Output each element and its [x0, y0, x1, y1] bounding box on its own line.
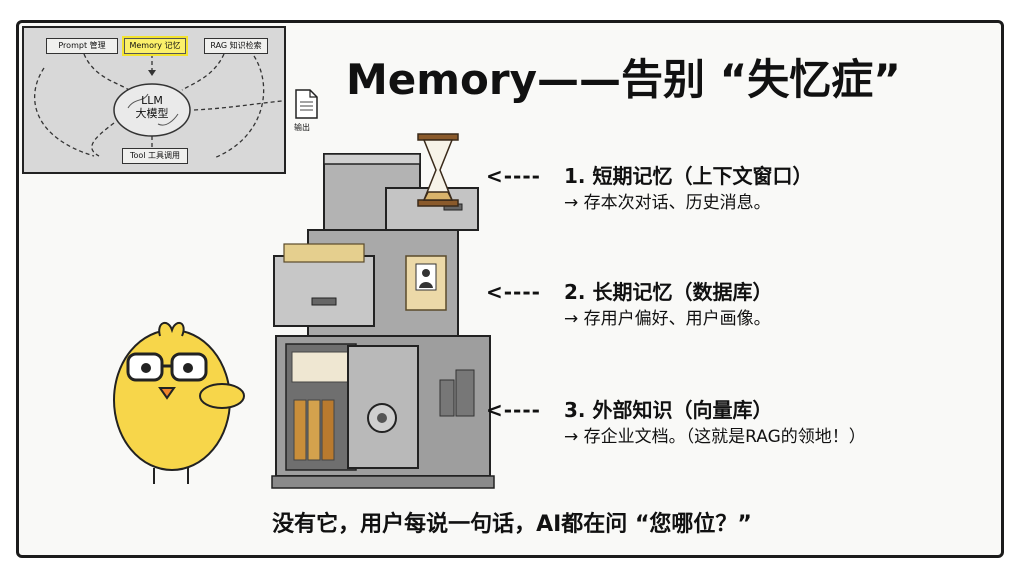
- memory-item-heading: <---- 2. 长期记忆（数据库）: [486, 278, 991, 306]
- mini-memory-label: Memory 记忆: [129, 41, 181, 50]
- hourglass-icon: [417, 133, 459, 207]
- mini-rag-label: RAG 知识检索: [210, 41, 262, 50]
- mini-llm-label: LLM: [141, 94, 163, 107]
- short-term-drawer: [323, 153, 479, 241]
- mini-memory-box: Memory 记忆: [124, 38, 186, 54]
- page-title: Memory——告别 “失忆症”: [346, 55, 901, 104]
- memory-item-external-knowledge: <---- 3. 外部知识（向量库） → 存企业文档。（这就是RAG的领地！）: [486, 396, 991, 450]
- vault-safe: [271, 335, 495, 489]
- mini-prompt-box: Prompt 管理: [46, 38, 118, 54]
- memory-item-heading: <---- 3. 外部知识（向量库）: [486, 396, 991, 424]
- long-term-drawer: [273, 229, 459, 341]
- bottom-caption: 没有它，用户每说一句话，AI都在问 “您哪位？”: [272, 512, 752, 537]
- memory-item-short-term: <---- 1. 短期记忆（上下文窗口） → 存本次对话、历史消息。: [486, 162, 991, 216]
- memory-item-heading: <---- 1. 短期记忆（上下文窗口）: [486, 162, 991, 190]
- mini-connector-lines: [34, 53, 284, 159]
- filing-cabinet-illustration: [271, 133, 495, 489]
- dashed-arrow: <----: [486, 164, 541, 188]
- memory-item-description: → 存本次对话、历史消息。: [564, 193, 771, 213]
- mini-llm-node: LLM 大模型: [124, 94, 180, 120]
- memory-item-description: → 存企业文档。（这就是RAG的领地！）: [564, 427, 866, 447]
- building-icon: [439, 369, 475, 417]
- document-output-icon: [295, 89, 318, 119]
- memory-item-description: → 存用户偏好、用户画像。: [564, 309, 771, 329]
- mini-tool-label: Tool 工具调用: [129, 151, 181, 160]
- memory-item-title: 1. 短期记忆（上下文窗口）: [564, 164, 813, 188]
- memory-item-long-term: <---- 2. 长期记忆（数据库） → 存用户偏好、用户画像。: [486, 278, 991, 332]
- memory-item-title: 2. 长期记忆（数据库）: [564, 280, 773, 304]
- dashed-arrow: <----: [486, 280, 541, 304]
- memory-item-title: 3. 外部知识（向量库）: [564, 398, 773, 422]
- dashed-arrow: <----: [486, 398, 541, 422]
- mini-llm-sub-label: 大模型: [135, 107, 169, 120]
- mini-rag-box: RAG 知识检索: [204, 38, 268, 54]
- chick-mascot-illustration: [113, 321, 245, 484]
- mini-tool-box: Tool 工具调用: [122, 148, 188, 164]
- mini-output-label: 输出: [294, 123, 310, 132]
- mini-architecture-diagram: Prompt 管理 Memory 记忆 RAG 知识检索 LLM 大模型 Too…: [22, 26, 286, 174]
- mini-prompt-label: Prompt 管理: [58, 41, 106, 50]
